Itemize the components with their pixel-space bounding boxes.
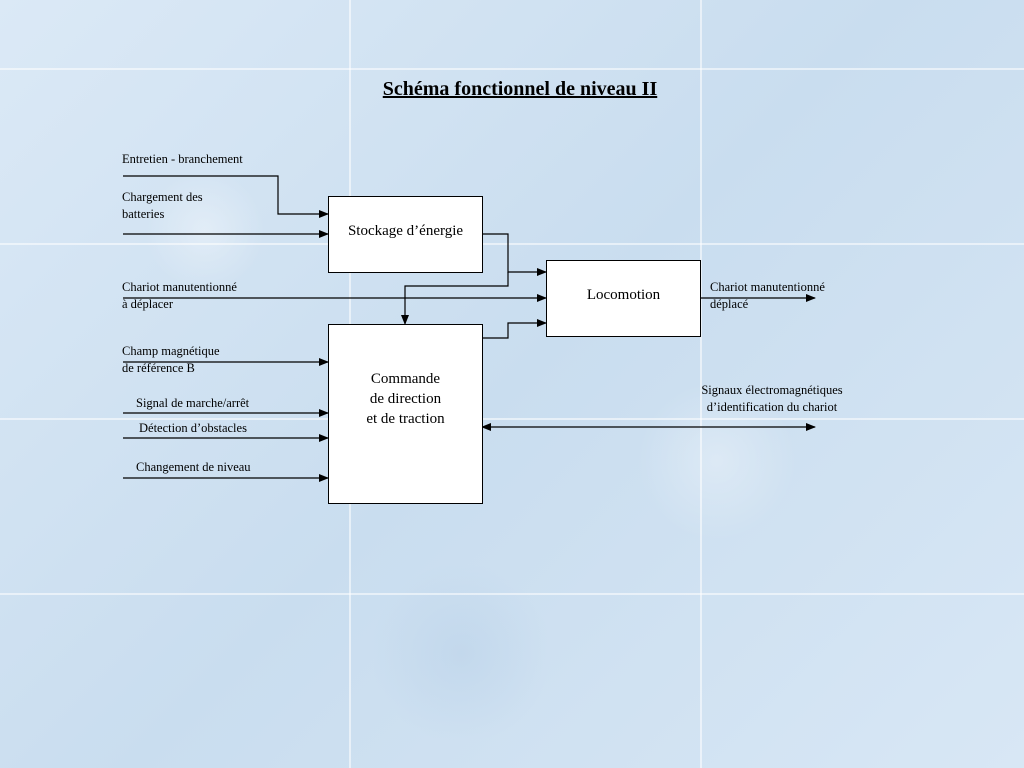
label-chariot-in: Chariot manutentionné à déplacer: [122, 280, 237, 311]
label-champ: Champ magnétique de référence B: [122, 344, 220, 375]
block-commande-label: Commande de direction et de traction: [366, 371, 445, 427]
block-stockage-label: Stockage d’énergie: [347, 223, 464, 239]
block-locomotion: Locomotion: [546, 260, 701, 337]
label-signal: Signal de marche/arrêt: [136, 396, 250, 410]
label-changement: Changement de niveau: [136, 460, 251, 474]
block-locomotion-label: Locomotion: [586, 287, 661, 303]
page-title: Schéma fonctionnel de niveau II: [382, 78, 658, 100]
label-detection: Détection d’obstacles: [139, 421, 247, 435]
label-chariot-out: Chariot manutentionné déplacé: [710, 280, 825, 311]
label-entretien: Entretien - branchement: [122, 152, 243, 166]
label-signaux: Signaux électromagnétiques d’identificat…: [701, 383, 843, 414]
entretien-arrow: [123, 175, 329, 218]
block-commande: Commande de direction et de traction: [328, 324, 483, 504]
stockage-to-locomotion-arrow: [482, 233, 547, 276]
block-stockage-energie: Stockage d’énergie: [328, 196, 483, 273]
label-chargement: Chargement des batteries: [122, 190, 203, 221]
stockage-to-commande-arrow: [401, 272, 509, 325]
commande-to-locomotion-arrow: [482, 319, 547, 339]
